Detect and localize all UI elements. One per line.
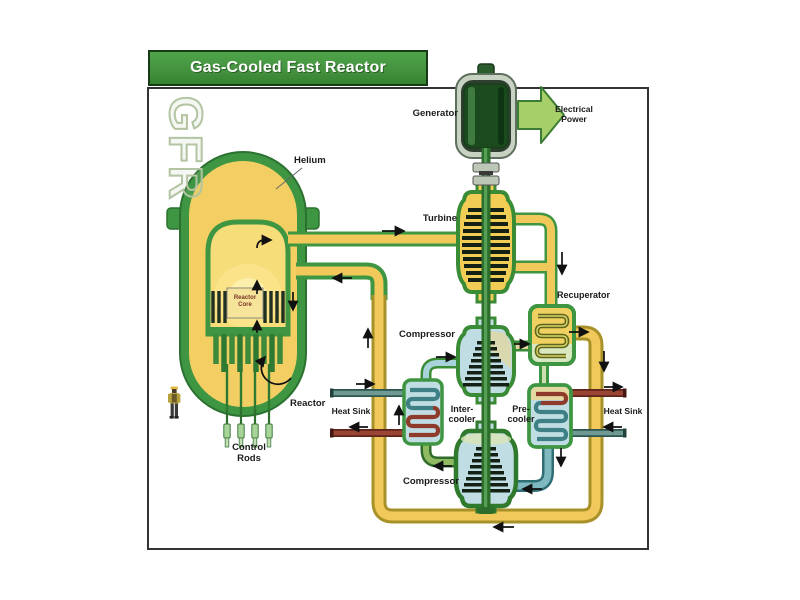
reactor-vessel — [166, 151, 320, 448]
control-rod-drives — [223, 410, 273, 448]
shaft-coupling — [472, 162, 500, 186]
recuperator-vessel — [528, 304, 576, 366]
generator — [455, 63, 517, 159]
label-electrical-power: Electrical Power — [555, 104, 593, 124]
heat-sink-pipes — [330, 388, 627, 438]
diagram-title: Gas-Cooled Fast Reactor — [190, 59, 386, 76]
shaft — [472, 148, 500, 514]
flow-arrows — [251, 225, 624, 533]
gfr-watermark: GFR — [159, 95, 213, 203]
helium-leader-line — [275, 167, 303, 190]
label-intercooler: Inter- cooler — [448, 404, 476, 424]
label-turbine: Turbine — [422, 213, 457, 224]
intercooler-vessel — [402, 378, 444, 446]
label-helium: Helium — [294, 155, 326, 166]
title-banner: Gas-Cooled Fast Reactor — [148, 50, 428, 86]
label-heat-sink-right: Heat Sink — [603, 406, 643, 416]
label-reactor: Reactor — [290, 398, 326, 409]
label-heat-sink-left: Heat Sink — [331, 406, 371, 416]
human-figure — [168, 386, 181, 419]
label-compressor-upper: Compressor — [399, 329, 455, 340]
label-reactor-core: Reactor Core — [233, 295, 257, 308]
label-precooler: Pre- cooler — [507, 404, 535, 424]
electrical-power-arrow — [517, 86, 565, 144]
label-generator: Generator — [412, 108, 458, 119]
precooler-vessel — [527, 383, 573, 449]
label-recuperator: Recuperator — [557, 290, 611, 300]
label-control-rods: Control Rods — [232, 442, 266, 464]
core-stripes — [211, 291, 285, 323]
label-compressor-lower: Compressor — [403, 476, 459, 487]
